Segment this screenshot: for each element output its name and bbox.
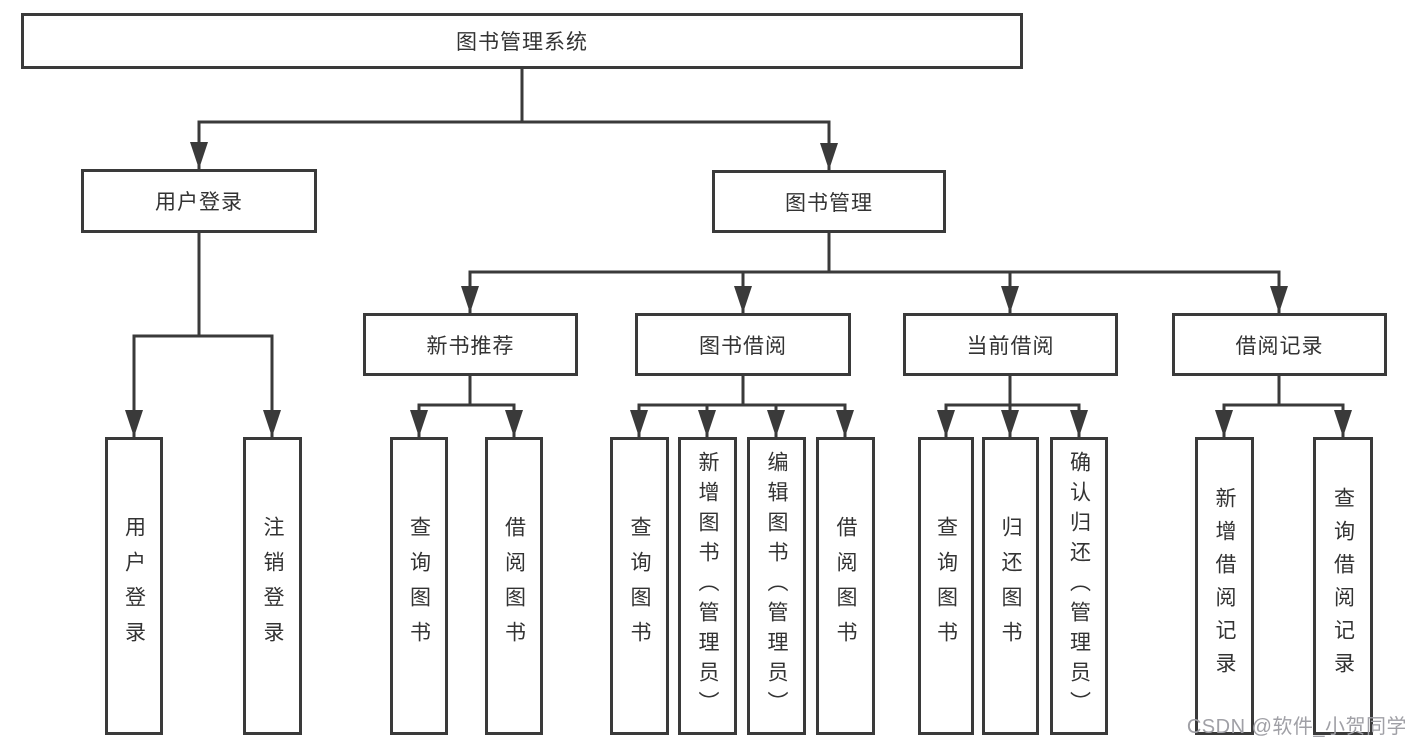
leaf-user-login: 用户登录 xyxy=(105,437,163,735)
node-label: 借阅图书 xyxy=(502,516,526,656)
node-label: 图书借阅 xyxy=(699,334,787,358)
node-label: 查询图书 xyxy=(628,516,651,656)
leaf-records-query-record: 查询借阅记录 xyxy=(1313,437,1373,735)
node-label: 注销登录 xyxy=(261,516,284,656)
node-root: 图书管理系统 xyxy=(21,13,1023,69)
node-new-book-recommend: 新书推荐 xyxy=(363,313,578,376)
leaf-borrow-add-book-admin: 新增图书（管理员） xyxy=(678,437,737,735)
leaf-logout: 注销登录 xyxy=(243,437,302,735)
leaf-borrow-borrow-book: 借阅图书 xyxy=(816,437,875,735)
node-label: 归还图书 xyxy=(999,516,1022,656)
leaf-current-return-book: 归还图书 xyxy=(982,437,1039,735)
node-label: 确认归还（管理员） xyxy=(1067,451,1091,721)
node-book-management: 图书管理 xyxy=(712,170,946,233)
node-label: 新增借阅记录 xyxy=(1213,487,1236,685)
node-book-borrow: 图书借阅 xyxy=(635,313,851,376)
node-label: 图书管理系统 xyxy=(456,31,588,54)
leaf-current-confirm-return-admin: 确认归还（管理员） xyxy=(1050,437,1108,735)
leaf-recommend-query-book: 查询图书 xyxy=(390,437,448,735)
node-label: 图书管理 xyxy=(785,191,873,215)
node-label: 查询图书 xyxy=(407,516,431,656)
node-label: 借阅图书 xyxy=(834,516,857,656)
node-label: 用户登录 xyxy=(122,516,146,656)
node-borrow-records: 借阅记录 xyxy=(1172,313,1387,376)
node-label: 查询图书 xyxy=(934,516,958,656)
node-label: 当前借阅 xyxy=(966,334,1055,358)
leaf-borrow-query-book: 查询图书 xyxy=(610,437,669,735)
node-label: 新书推荐 xyxy=(426,334,515,358)
node-label: 借阅记录 xyxy=(1235,334,1324,358)
leaf-recommend-borrow-book: 借阅图书 xyxy=(485,437,543,735)
node-user-login: 用户登录 xyxy=(81,169,317,233)
leaf-current-query-book: 查询图书 xyxy=(918,437,974,735)
leaf-borrow-edit-book-admin: 编辑图书（管理员） xyxy=(747,437,806,735)
node-current-borrow: 当前借阅 xyxy=(903,313,1118,376)
node-label: 用户登录 xyxy=(155,191,243,214)
node-label: 新增图书（管理员） xyxy=(696,451,719,721)
node-label: 查询借阅记录 xyxy=(1331,487,1355,685)
node-label: 编辑图书（管理员） xyxy=(765,451,788,721)
leaf-records-add-record: 新增借阅记录 xyxy=(1195,437,1254,735)
csdn-watermark: CSDN @软件_小贺同学 xyxy=(1186,716,1405,738)
